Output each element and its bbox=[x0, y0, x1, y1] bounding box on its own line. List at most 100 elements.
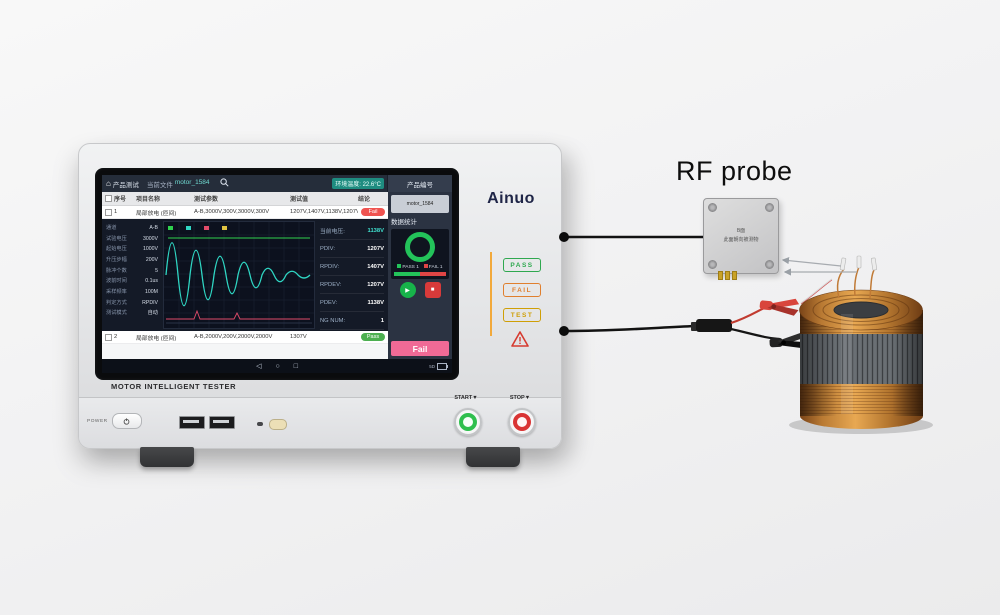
screw-icon bbox=[708, 260, 717, 269]
product-info-panel: motor_1584 数据统计 PASS 1 FAIL 1 bbox=[388, 192, 452, 359]
terminal-wire bbox=[800, 278, 833, 304]
front-panel-divider bbox=[79, 397, 561, 398]
device-foot bbox=[140, 447, 194, 467]
power-icon bbox=[123, 417, 130, 425]
measurement-readings: 当前电压:1138V PDIV:1207V RPDIV:1407V RPDEV:… bbox=[318, 221, 386, 330]
table-row[interactable]: 1 局部放电 (匝间) A-B,3000V,300V,3000V,300V 12… bbox=[102, 206, 388, 219]
power-group: POWER bbox=[87, 413, 142, 429]
stator-top-winding bbox=[799, 289, 923, 331]
usb-tongue bbox=[213, 420, 229, 423]
home-icon[interactable]: ⌂ bbox=[106, 178, 111, 188]
statistics-title: 数据统计 bbox=[391, 219, 417, 226]
cable-connector bbox=[696, 319, 732, 332]
result-badge-pass: Pass bbox=[361, 333, 385, 341]
table-empty-space bbox=[102, 344, 388, 359]
cable-collar bbox=[691, 322, 697, 331]
row-checkbox[interactable] bbox=[104, 208, 112, 216]
front-panel bbox=[79, 398, 561, 448]
test-indicator: TEST bbox=[503, 308, 541, 322]
pass-legend-swatch bbox=[397, 264, 402, 268]
reading-row: PDEV:1138V bbox=[320, 294, 384, 312]
col-test-params: 测试参数 bbox=[194, 197, 219, 203]
file-name: motor_1584 bbox=[174, 178, 210, 186]
battery-icon bbox=[437, 363, 448, 370]
result-badge-fail: Fail bbox=[361, 208, 385, 216]
fail-legend-swatch bbox=[423, 264, 428, 268]
accent-line bbox=[490, 252, 492, 336]
start-test-button[interactable]: ▶ bbox=[399, 282, 416, 298]
row-test-values: 1307V bbox=[290, 334, 307, 340]
start-label: START▼ bbox=[454, 395, 478, 401]
battery-text: 5D bbox=[429, 364, 435, 369]
stop-label: STOP▼ bbox=[509, 395, 531, 401]
pass-indicator: PASS bbox=[503, 258, 541, 272]
col-test-values: 测试值 bbox=[290, 197, 309, 203]
start-button[interactable] bbox=[454, 408, 482, 436]
red-alligator-clip bbox=[759, 298, 800, 316]
usb-port[interactable] bbox=[209, 416, 235, 429]
power-button[interactable] bbox=[111, 413, 142, 429]
touchscreen[interactable]: ⌂ 产品测试 当前文件 motor_1584 环境温度: 22.6°C 产品编号 bbox=[102, 175, 452, 373]
select-all-checkbox[interactable] bbox=[104, 195, 112, 202]
environment-temperature: 环境温度: 22.6°C bbox=[332, 178, 384, 189]
test-control-buttons: ▶ ■ bbox=[391, 282, 449, 298]
legend-swatch-teal bbox=[186, 226, 191, 230]
param-row: 测试模式自动 bbox=[106, 310, 158, 317]
stator-bore bbox=[833, 301, 889, 319]
reading-row: PDIV:1207V bbox=[320, 240, 384, 258]
recents-icon[interactable]: □ bbox=[293, 362, 298, 370]
discharge-waveform bbox=[165, 242, 311, 307]
current-file: 当前文件 motor_1584 bbox=[147, 179, 210, 189]
legend-swatch-red bbox=[204, 226, 209, 230]
home-nav-icon[interactable]: ○ bbox=[275, 362, 280, 370]
pass-fail-bar bbox=[394, 272, 446, 276]
stop-button-ring bbox=[513, 413, 531, 431]
model-label: MOTOR INTELLIGENT TESTER bbox=[111, 382, 237, 391]
pass-legend: PASS 1 bbox=[397, 264, 419, 270]
stop-button[interactable] bbox=[508, 408, 536, 436]
legend-swatch-yellow bbox=[222, 226, 227, 230]
usb-port[interactable] bbox=[179, 416, 205, 429]
screw-icon bbox=[765, 260, 774, 269]
col-result: 结论 bbox=[358, 197, 371, 203]
table-header: 序号 项目名称 测试参数 测试值 结论 bbox=[102, 192, 388, 206]
product-number-header: 产品编号 bbox=[387, 175, 452, 192]
aux-connector bbox=[257, 422, 263, 426]
waveform-chart bbox=[163, 221, 315, 329]
row-item-name: 局部放电 (匝间) bbox=[136, 210, 177, 217]
black-alligator-clip bbox=[769, 331, 809, 349]
probe-face-text: B面 此面朝向被测物 bbox=[723, 228, 759, 243]
screen-topbar: ⌂ 产品测试 当前文件 motor_1584 环境温度: 22.6°C 产品编号 bbox=[102, 175, 452, 192]
motor-stator bbox=[799, 289, 923, 429]
red-test-lead bbox=[730, 302, 774, 325]
row-no: 1 bbox=[114, 209, 118, 215]
device-foot bbox=[466, 447, 520, 467]
row-checkbox[interactable] bbox=[104, 333, 112, 341]
screw-icon bbox=[765, 203, 774, 212]
overall-result-banner: Fail bbox=[391, 341, 449, 356]
probe-pin bbox=[725, 271, 730, 280]
stop-test-button[interactable]: ■ bbox=[424, 282, 441, 298]
rf-probe-module: B面 此面朝向被测物 bbox=[703, 198, 779, 280]
row-test-values: 1207V,1407V,1138V,1207V bbox=[290, 209, 358, 215]
stator-shadow bbox=[789, 416, 933, 434]
clip-cable bbox=[563, 324, 696, 333]
legend-swatch-green bbox=[168, 226, 173, 230]
search-icon[interactable] bbox=[219, 178, 229, 189]
fail-legend: FAIL 1 bbox=[423, 264, 443, 270]
test-table-area: 序号 项目名称 测试参数 测试值 结论 1 局部放电 (匝间) A-B,3000… bbox=[102, 192, 388, 359]
table-row[interactable]: 2 局部放电 (匝间) A-B,2000V,200V,2000V,2000V 1… bbox=[102, 331, 388, 344]
screen-bezel: ⌂ 产品测试 当前文件 motor_1584 环境温度: 22.6°C 产品编号 bbox=[95, 168, 459, 380]
row-item-name: 局部放电 (匝间) bbox=[136, 335, 177, 342]
back-icon[interactable]: ◁ bbox=[256, 362, 262, 370]
rf-probe-label: RF probe bbox=[676, 156, 793, 186]
android-navbar: ◁ ○ □ 5D bbox=[102, 359, 452, 373]
chart-grid bbox=[164, 222, 314, 328]
